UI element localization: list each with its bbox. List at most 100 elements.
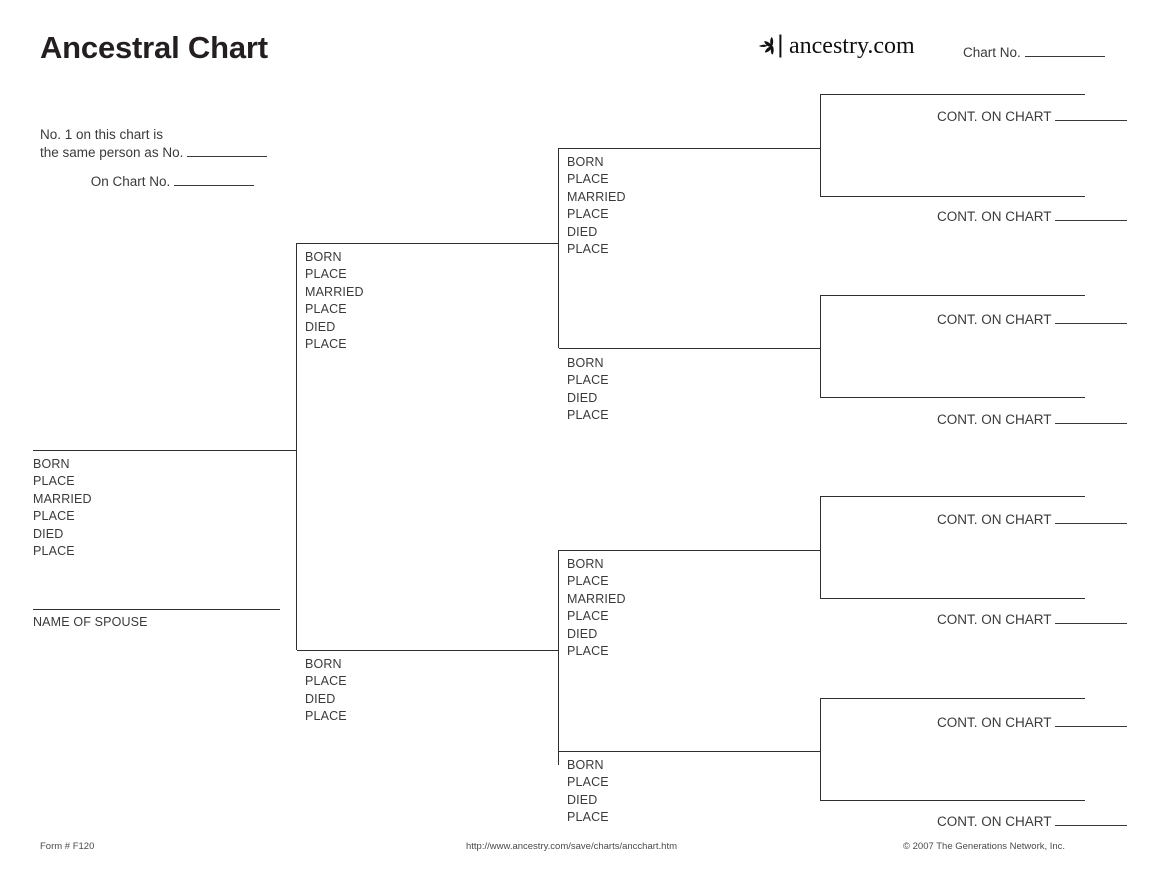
gen4-person-8-name-line[interactable] [821,800,1085,801]
person1-field-born: BORN [33,457,70,471]
gen4-person-4-name-line[interactable] [821,397,1085,398]
gen2-mother-field-place1: PLACE [305,674,347,689]
gen2-father-field-place1: PLACE [305,267,347,282]
gen4-person-1-cont[interactable]: CONT. ON CHART [937,109,1128,124]
person1-field-place1: PLACE [33,474,75,489]
person1-field-died: DIED [33,526,64,541]
gen4-person-6-cont[interactable]: CONT. ON CHART [937,612,1128,627]
gen4-person-2-name-line[interactable] [821,196,1085,197]
gen4-person-2-cont-label: CONT. ON CHART [937,209,1052,224]
gen2-father-field-married: MARRIED [305,284,364,299]
gen4-person-7-cont[interactable]: CONT. ON CHART [937,715,1128,730]
gen4-person-8-cont-blank[interactable] [1055,825,1128,826]
gen2-mother-gen3-connector [558,550,559,765]
gen2-father-vitals: BORN PLACE MARRIED PLACE DIED PLACE [305,249,364,353]
gen3-a-field-died: DIED [567,224,598,239]
gen3-a-name-line[interactable] [559,148,820,149]
gen4-person-3-cont[interactable]: CONT. ON CHART [937,312,1128,327]
gen4-person-5-name-line[interactable] [821,496,1085,497]
gen4-bracket-2-connector [820,295,821,398]
gen4-person-1-cont-blank[interactable] [1055,120,1128,121]
gen3-d-field-born: BORN [567,758,604,772]
gen4-person-6-name-line[interactable] [821,598,1085,599]
page-title: Ancestral Chart [40,30,268,65]
gen2-father-field-place3: PLACE [305,337,347,352]
gen4-person-5-cont-blank[interactable] [1055,523,1128,524]
gen4-person-4-cont-blank[interactable] [1055,423,1128,424]
gen4-person-7-cont-label: CONT. ON CHART [937,715,1052,730]
gen2-father-field-died: DIED [305,319,336,334]
person1-spouse-label: NAME OF SPOUSE [33,615,148,629]
gen3-b-field-born: BORN [567,356,604,370]
gen4-person-3-name-line[interactable] [821,295,1085,296]
same-person-line1: No. 1 on this chart is [40,127,164,142]
person1-field-place3: PLACE [33,544,75,559]
gen3-a-vitals: BORN PLACE MARRIED PLACE DIED PLACE [567,154,626,258]
gen3-d-field-place1: PLACE [567,775,609,790]
person1-vitals: BORN PLACE MARRIED PLACE DIED PLACE [33,456,92,560]
gen3-d-vitals: BORN PLACE DIED PLACE [567,757,609,827]
gen4-person-5-cont-label: CONT. ON CHART [937,512,1052,527]
gen4-person-1-cont-label: CONT. ON CHART [937,109,1052,124]
person1-name-line[interactable] [33,450,297,451]
gen2-father-field-place2: PLACE [305,302,347,317]
gen4-person-1-name-line[interactable] [821,94,1085,95]
same-person-note: No. 1 on this chart is the same person a… [40,126,268,162]
gen3-a-field-place2: PLACE [567,207,609,222]
gen3-b-field-place1: PLACE [567,373,609,388]
gen4-bracket-1-connector [820,94,821,197]
gen2-mother-vitals: BORN PLACE DIED PLACE [305,656,347,726]
gen3-c-name-line[interactable] [559,550,820,551]
gen3-c-field-place1: PLACE [567,574,609,589]
footer-url[interactable]: http://www.ancestry.com/save/charts/ancc… [466,841,678,852]
leaf-flourish-icon [758,33,788,59]
gen4-person-2-cont[interactable]: CONT. ON CHART [937,209,1128,224]
same-person-line2: the same person as No. [40,145,184,160]
on-chart-blank[interactable] [174,185,254,186]
gen3-a-field-place3: PLACE [567,242,609,257]
on-chart-note: On Chart No. [40,174,254,189]
gen2-mother-field-died: DIED [305,691,336,706]
gen3-c-vitals: BORN PLACE MARRIED PLACE DIED PLACE [567,556,626,660]
gen3-b-field-died: DIED [567,390,598,405]
gen4-person-2-cont-blank[interactable] [1055,220,1128,221]
chart-no-blank[interactable] [1024,56,1105,57]
gen1-gen2-connector [296,243,297,650]
person1-spouse-line[interactable] [33,609,280,610]
gen3-b-vitals: BORN PLACE DIED PLACE [567,355,609,425]
gen4-person-7-name-line[interactable] [821,698,1085,699]
gen4-person-3-cont-label: CONT. ON CHART [937,312,1052,327]
gen3-c-field-place2: PLACE [567,609,609,624]
gen4-person-6-cont-blank[interactable] [1055,623,1128,624]
gen4-bracket-3-connector [820,496,821,599]
gen4-person-4-cont[interactable]: CONT. ON CHART [937,412,1128,427]
gen3-b-name-line[interactable] [559,348,820,349]
gen3-a-field-born: BORN [567,155,604,169]
same-person-line2-row: the same person as No. [40,144,268,162]
chart-no-label: Chart No. [963,45,1021,60]
gen4-person-3-cont-blank[interactable] [1055,323,1128,324]
gen3-a-field-place1: PLACE [567,172,609,187]
gen2-father-field-born: BORN [305,250,342,264]
footer-form-number: Form # F120 [40,841,95,852]
gen3-b-field-place2: PLACE [567,408,609,423]
gen3-c-field-place3: PLACE [567,644,609,659]
gen3-d-name-line[interactable] [559,751,820,752]
gen2-mother-field-born: BORN [305,657,342,671]
person1-field-married: MARRIED [33,491,92,506]
gen2-mother-field-place2: PLACE [305,709,347,724]
gen2-father-name-line[interactable] [297,243,559,244]
brand-name: ancestry.com [789,33,915,59]
on-chart-label: On Chart No. [90,174,171,189]
chart-no-field[interactable]: Chart No. [963,45,1105,60]
gen4-person-7-cont-blank[interactable] [1055,726,1128,727]
gen4-bracket-4-connector [820,698,821,801]
footer-copyright: © 2007 The Generations Network, Inc. [903,841,1066,852]
gen3-c-field-died: DIED [567,626,598,641]
gen4-person-8-cont[interactable]: CONT. ON CHART [937,814,1128,829]
gen3-d-field-died: DIED [567,792,598,807]
same-person-blank[interactable] [187,156,268,157]
gen2-mother-name-line[interactable] [297,650,559,651]
gen4-person-5-cont[interactable]: CONT. ON CHART [937,512,1128,527]
